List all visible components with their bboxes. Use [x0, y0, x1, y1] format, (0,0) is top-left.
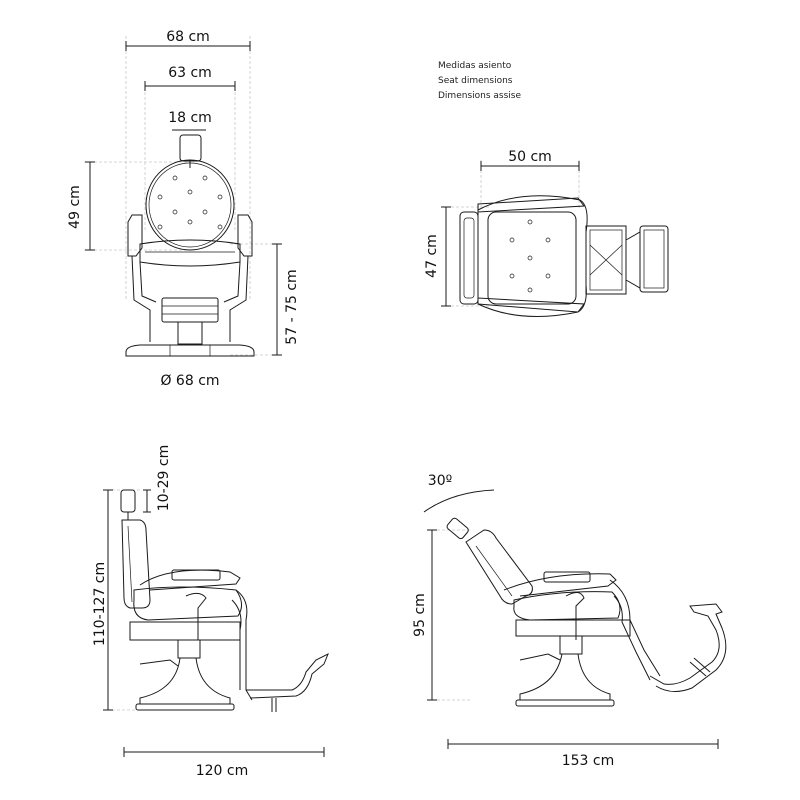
reclined-length-dimension: 153 cm [447, 739, 719, 769]
recline-angle-label: 30º [428, 473, 452, 489]
seat-dimensions-legend: Medidas asiento Seat dimensions Dimensio… [438, 61, 521, 101]
side-height-dimension: 110-127 cm [92, 489, 113, 711]
reclined-chair-drawing [446, 517, 727, 707]
reclined-view: 30º 95 cm 153 cm [412, 473, 727, 769]
seat-height-dimension: 57 - 75 cm [272, 243, 300, 356]
front-view: 68 cm 63 cm 18 cm 49 cm 57 - 75 cm [67, 29, 300, 389]
front-inner-width-dimension: 63 cm [144, 65, 236, 91]
front-width-label: 68 cm [166, 29, 210, 45]
recline-angle-indicator: 30º [423, 473, 495, 513]
back-height-label: 49 cm [67, 185, 83, 229]
front-chair-drawing [125, 134, 255, 357]
seat-width-label: 50 cm [508, 149, 552, 165]
seat-depth-label: 47 cm [424, 234, 440, 278]
base-diameter-label: Ø 68 cm [160, 373, 219, 389]
seat-depth-dimension: 47 cm [424, 206, 451, 307]
seat-height-label: 57 - 75 cm [284, 269, 300, 344]
reclined-height-dimension: 95 cm [412, 529, 437, 701]
side-chair-drawing [120, 489, 329, 712]
side-length-label: 120 cm [196, 763, 249, 779]
seat-width-dimension: 50 cm [480, 149, 580, 171]
headrest-adjust-label: 10-29 cm [156, 445, 172, 511]
headrest-width-label: 18 cm [168, 110, 212, 126]
side-view: 10-29 cm 110-127 cm 120 cm [92, 445, 329, 779]
reclined-height-label: 95 cm [412, 593, 428, 637]
back-height-dimension: 49 cm [67, 161, 95, 251]
side-height-label: 110-127 cm [92, 562, 108, 646]
side-length-dimension: 120 cm [123, 747, 325, 779]
top-view: 50 cm 47 cm [424, 149, 669, 317]
legend-spanish: Medidas asiento [438, 61, 512, 71]
headrest-width-dimension: 18 cm [168, 110, 212, 131]
reclined-length-label: 153 cm [562, 753, 615, 769]
headrest-adjust-dimension: 10-29 cm [143, 445, 172, 513]
front-inner-width-label: 63 cm [168, 65, 212, 81]
tufting-buttons [157, 175, 223, 230]
legend-french: Dimensions assise [438, 91, 521, 101]
legend-english: Seat dimensions [438, 76, 513, 86]
top-chair-drawing [459, 195, 669, 317]
front-width-dimension: 68 cm [125, 29, 251, 51]
